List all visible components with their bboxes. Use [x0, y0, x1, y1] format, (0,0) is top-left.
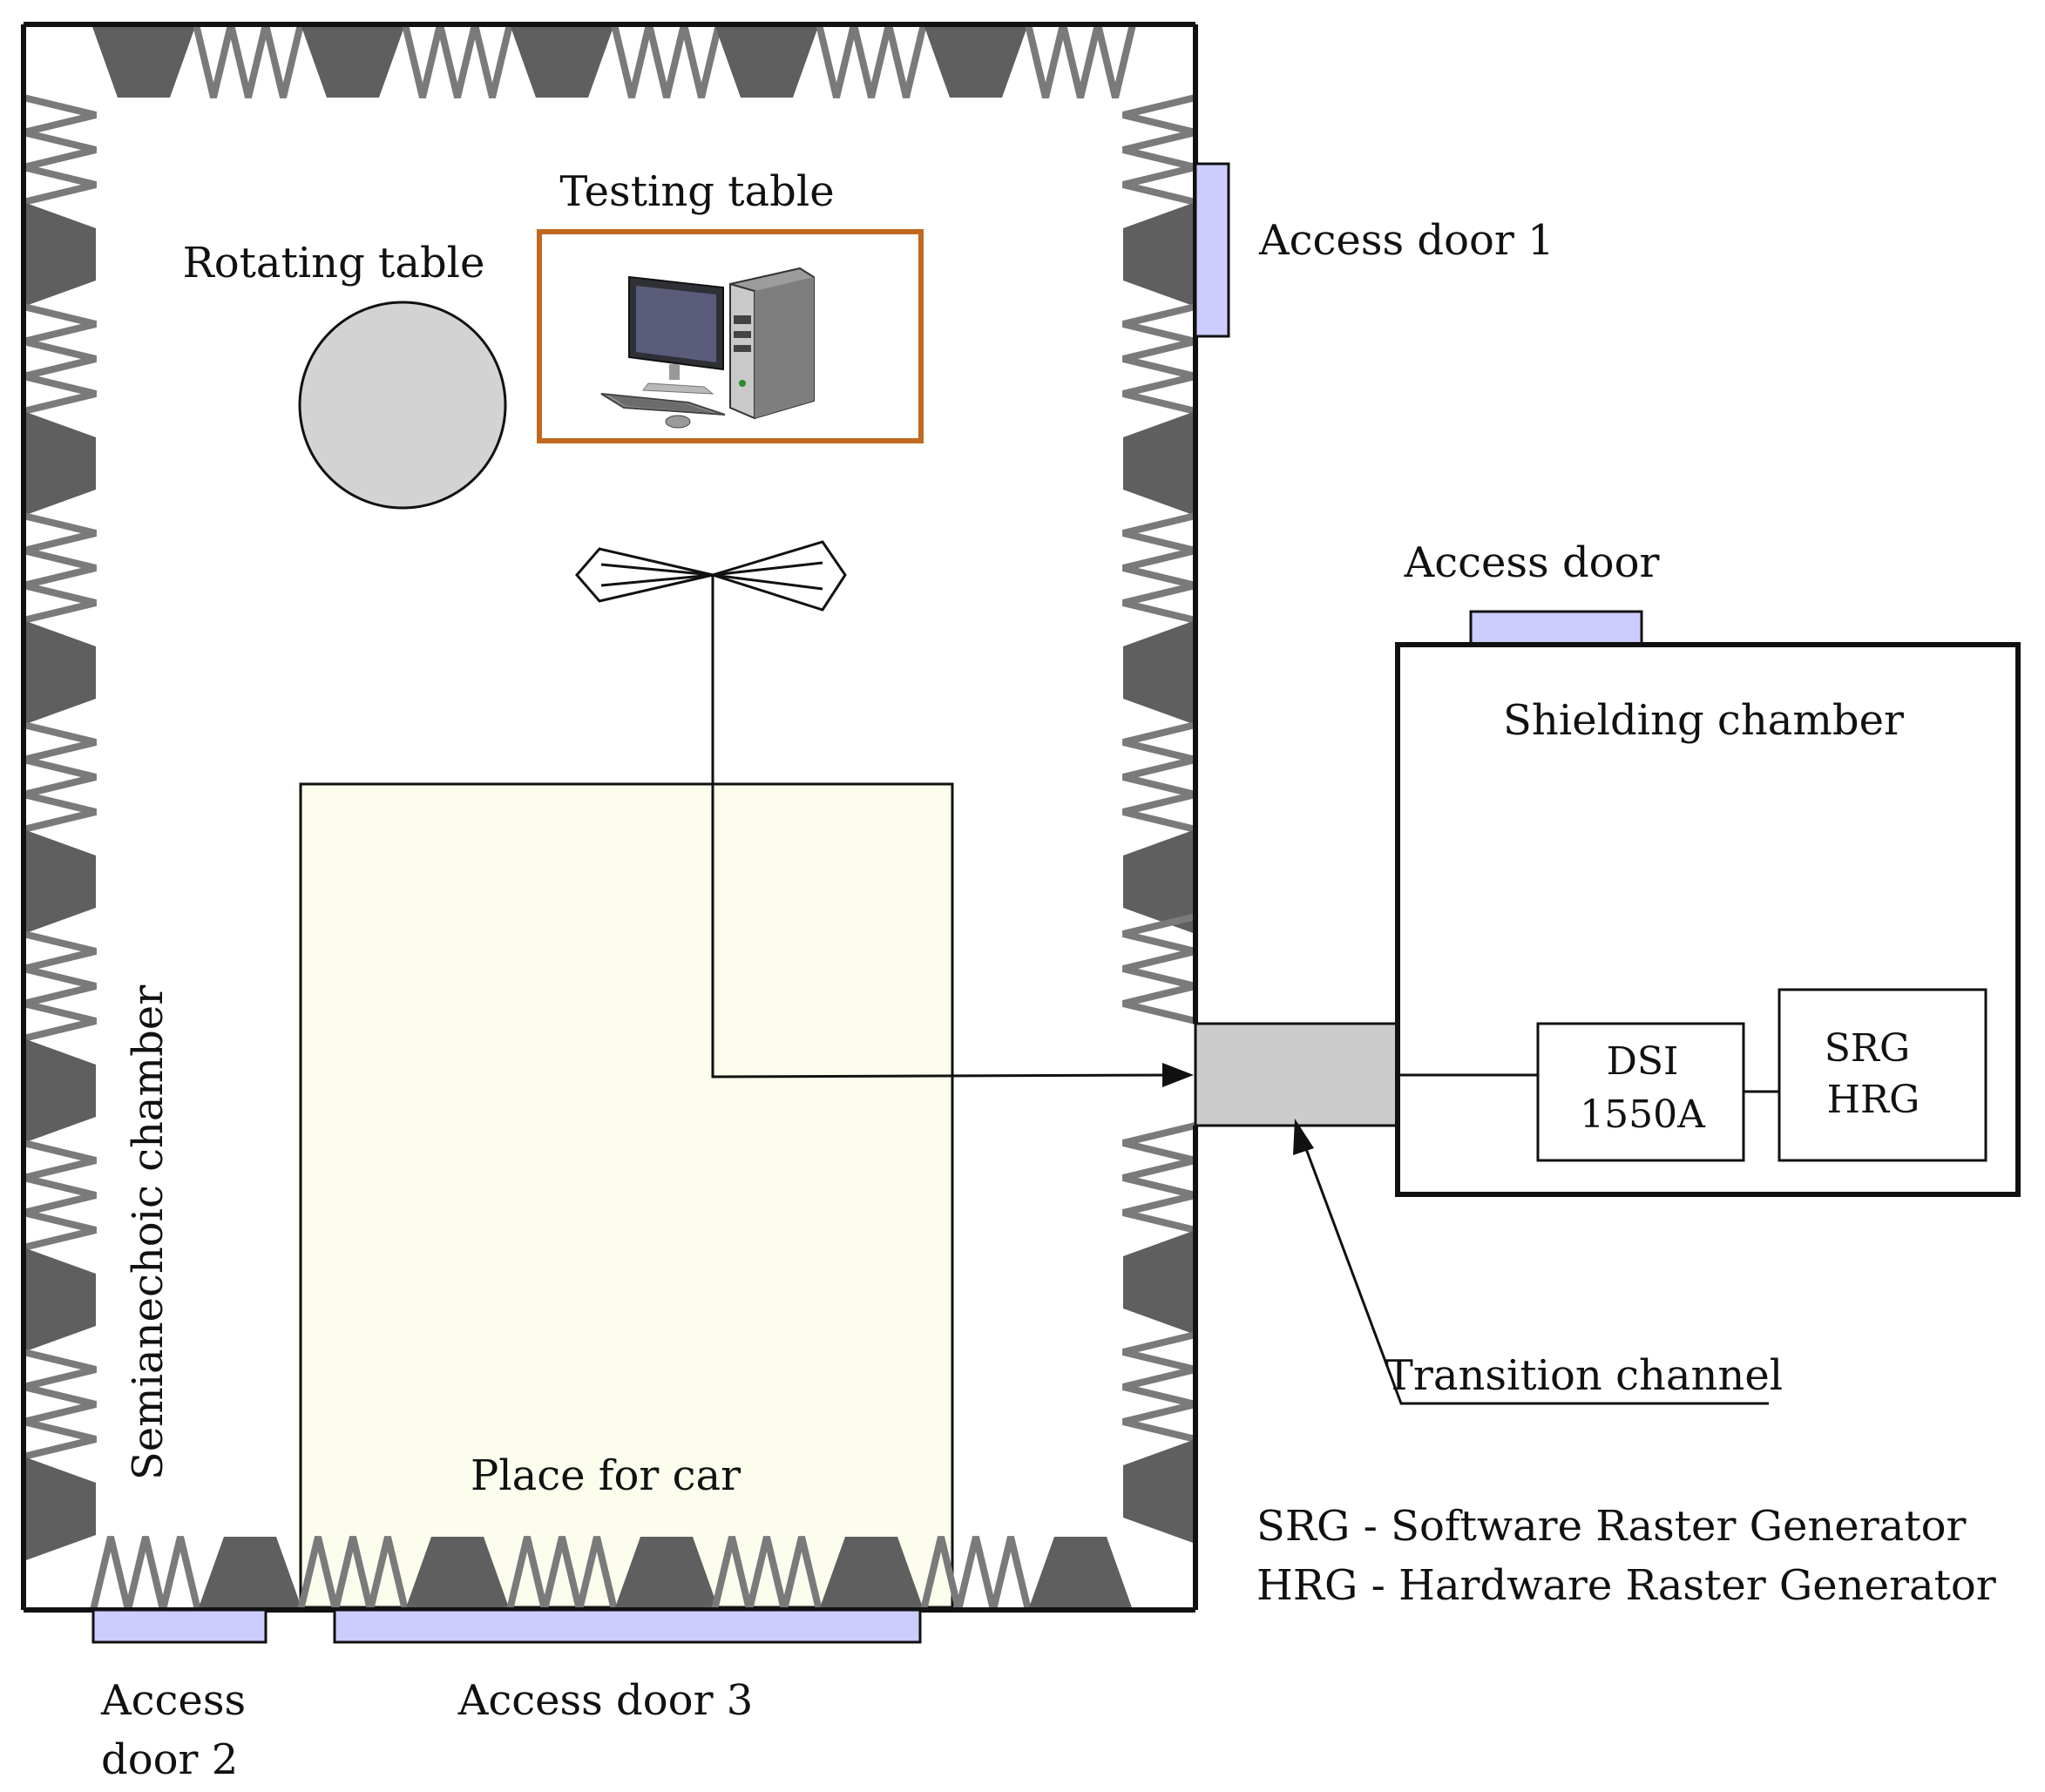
absorber-zigzag — [23, 303, 97, 415]
label-access-door-2-line2: door 2 — [101, 1735, 238, 1784]
label-transition-channel: Transition channel — [1385, 1351, 1783, 1400]
absorber-zigzag — [90, 1536, 201, 1611]
absorber-trapezoid — [24, 1248, 96, 1352]
absorber-trapezoid — [1123, 411, 1195, 516]
generator-box — [1778, 988, 1987, 1162]
absorber-zigzag — [402, 24, 513, 98]
transition-channel-pointer — [1298, 1132, 1769, 1405]
absorber-zigzag — [1122, 1331, 1196, 1443]
absorber-trapezoid — [24, 202, 96, 307]
rotating-table — [298, 301, 507, 510]
absorber-zigzag — [23, 930, 97, 1042]
absorber-trapezoid — [24, 620, 96, 725]
car-area — [299, 782, 954, 1609]
label-shielding-chamber: Shielding chamber — [1503, 696, 1904, 745]
absorber-zigzag — [1122, 512, 1196, 624]
absorber-trapezoid — [1123, 1439, 1195, 1544]
absorber-trapezoid — [714, 24, 819, 98]
absorber-zigzag — [23, 721, 97, 833]
antenna-icon — [575, 540, 847, 612]
absorber-trapezoid — [24, 411, 96, 516]
absorber-zigzag — [1122, 94, 1196, 206]
absorber-trapezoid — [405, 1537, 510, 1610]
access-door-shield — [1469, 610, 1643, 646]
label-dsi-line1: DSI — [1607, 1039, 1679, 1084]
absorber-zigzag — [23, 512, 97, 624]
absorber-trapezoid — [819, 1537, 924, 1610]
label-hrg: HRG — [1827, 1078, 1920, 1122]
absorber-zigzag — [23, 1349, 97, 1460]
label-access-door: Access door — [1404, 538, 1660, 587]
access-door-3 — [333, 1608, 922, 1644]
antenna-cable — [711, 575, 1177, 1079]
access-door-1 — [1194, 162, 1230, 338]
absorber-zigzag — [23, 1139, 97, 1251]
absorber-trapezoid — [510, 24, 614, 98]
absorber-zigzag — [297, 1536, 409, 1611]
absorber-trapezoid — [924, 24, 1028, 98]
absorber-trapezoid — [1123, 620, 1195, 725]
label-access-door-1: Access door 1 — [1258, 216, 1554, 265]
label-access-door-2-line1: Access — [100, 1676, 246, 1725]
absorber-wedges — [23, 24, 1196, 1611]
absorber-trapezoid — [1028, 1537, 1133, 1610]
label-dsi-line2: 1550A — [1580, 1092, 1706, 1137]
absorber-zigzag — [1122, 303, 1196, 415]
transition-channel-box — [1194, 1022, 1399, 1127]
pointer-arrow-head — [1293, 1119, 1314, 1155]
testing-table — [537, 229, 924, 443]
label-place-for-car: Place for car — [471, 1451, 741, 1500]
label-rotating-table: Rotating table — [183, 239, 485, 287]
absorber-zigzag — [193, 24, 304, 98]
absorber-trapezoid — [91, 24, 196, 98]
absorber-trapezoid — [24, 1457, 96, 1561]
absorber-trapezoid — [1123, 829, 1195, 934]
absorber-zigzag — [816, 24, 927, 98]
computer-icon — [600, 267, 815, 429]
absorber-trapezoid — [24, 829, 96, 934]
absorber-trapezoid — [614, 1537, 719, 1610]
cable-arrow-head — [1162, 1063, 1194, 1087]
label-access-door-3: Access door 3 — [457, 1676, 754, 1725]
access-door-2 — [91, 1608, 267, 1644]
absorber-zigzag — [920, 1536, 1032, 1611]
shielding-chamber — [1395, 642, 2021, 1197]
absorber-zigzag — [1122, 913, 1196, 1024]
absorber-zigzag — [23, 94, 97, 206]
absorber-zigzag — [1122, 721, 1196, 833]
absorber-zigzag — [711, 1536, 823, 1611]
legend-srg: SRG - Software Raster Generator — [1256, 1502, 1966, 1551]
absorber-trapezoid — [1123, 1230, 1195, 1335]
absorber-zigzag — [1025, 24, 1136, 98]
label-testing-table: Testing table — [559, 167, 834, 216]
absorber-trapezoid — [301, 24, 405, 98]
absorber-zigzag — [1122, 1122, 1196, 1234]
legend-hrg: HRG - Hardware Raster Generator — [1256, 1561, 1996, 1610]
absorber-trapezoid — [1123, 202, 1195, 307]
absorber-zigzag — [506, 1536, 618, 1611]
label-srg: SRG — [1825, 1026, 1910, 1071]
absorber-trapezoid — [198, 1537, 302, 1610]
absorber-zigzag — [611, 24, 722, 98]
label-semianechoic-chamber: Semianechoic chamber — [124, 985, 173, 1480]
absorber-trapezoid — [24, 1038, 96, 1143]
